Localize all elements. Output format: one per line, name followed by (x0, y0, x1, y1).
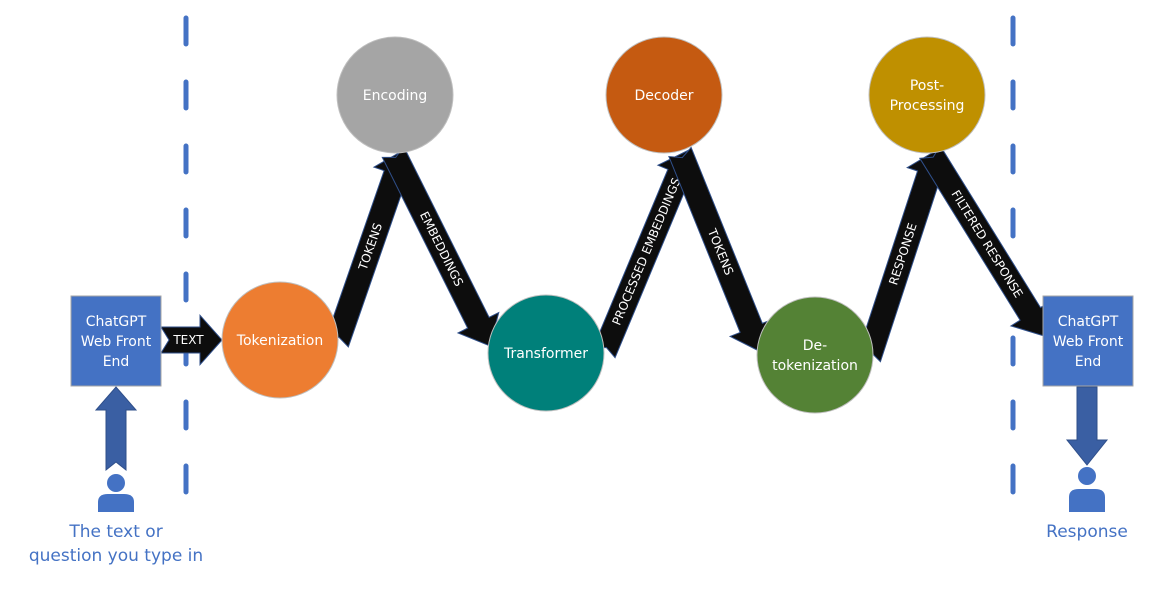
node-circle (605, 36, 723, 154)
flow-arrow: EMBEDDINGS (381, 145, 500, 347)
arrow-label: PROCESSED EMBEDDINGS (609, 176, 683, 328)
node-transformer: Transformer (487, 294, 605, 412)
input-caption-line1: The text or (68, 522, 162, 542)
node-encoding: Encoding (336, 36, 454, 154)
user-input-arrow (94, 386, 138, 472)
node-label: Tokenization (236, 333, 323, 349)
arrow-label: TEXT (172, 333, 204, 347)
input-caption-line2: question you type in (29, 546, 203, 566)
flow-arrow: FILTERED RESPONSE (918, 144, 1051, 337)
node-postprocessing: Post- Processing (868, 36, 986, 154)
node-label: De- (803, 338, 827, 354)
box-shape (1042, 295, 1134, 387)
node-label: Post- (910, 78, 944, 94)
node-label: Encoding (363, 88, 428, 104)
node-circle (868, 36, 986, 154)
flow-arrow: TOKENS (668, 146, 774, 353)
flow-arrow: TEXT (160, 313, 223, 367)
arrow-shape (160, 313, 223, 367)
node-circle (756, 296, 874, 414)
box-label: End (1075, 354, 1102, 370)
node-label: Decoder (635, 88, 694, 104)
node-circle (336, 36, 454, 154)
arrow-label: FILTERED RESPONSE (948, 188, 1025, 301)
person-icon (98, 474, 134, 512)
node-decoder: Decoder (605, 36, 723, 154)
response-output-arrow (1065, 386, 1109, 466)
node-label: Transformer (503, 346, 588, 362)
node-circle (487, 294, 605, 412)
box-label: ChatGPT (1058, 314, 1119, 330)
arrow-shape (381, 145, 500, 347)
box-label: Web Front (1053, 334, 1124, 350)
box-label: End (103, 354, 130, 370)
output-caption: Response (1046, 522, 1128, 542)
node-label: tokenization (772, 358, 858, 374)
node-detokenization: De-tokenization (756, 296, 874, 414)
box-label: Web Front (81, 334, 152, 350)
person-icon (1069, 467, 1105, 512)
box-label: ChatGPT (86, 314, 147, 330)
node-tokenization: Tokenization (221, 281, 339, 399)
node-label: Processing (890, 98, 965, 114)
box-shape (70, 295, 162, 387)
node-circle (221, 281, 339, 399)
